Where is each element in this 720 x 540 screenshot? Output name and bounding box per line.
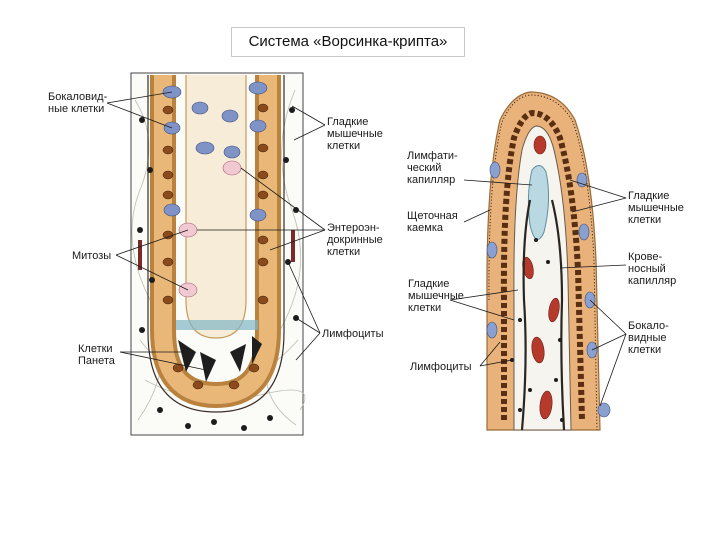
label-lymphocytes-mid: Лимфоциты: [410, 361, 472, 373]
label-paneth-cells: Клетки Панета: [78, 343, 115, 367]
label-smooth-muscle-right: Гладкие мышечные клетки: [628, 190, 684, 226]
label-smooth-muscle-left: Гладкие мышечные клетки: [327, 116, 383, 152]
label-lymphocytes-left: Лимфоциты: [322, 328, 384, 340]
page-title: Система «Ворсинка-крипта»: [231, 27, 465, 57]
label-lymphatic-capillary: Лимфати- ческий капилляр: [407, 150, 458, 186]
villus-illustration: [486, 91, 611, 431]
label-blood-capillary: Крове- носный капилляр: [628, 251, 677, 287]
label-goblet-cells-left: Бокаловид- ные клетки: [48, 91, 108, 115]
label-brush-border: Щеточная каемка: [407, 210, 458, 234]
leader-lines: [106, 91, 627, 407]
label-mitoses: Митозы: [72, 250, 112, 262]
label-enteroendocrine-cells: Энтероэн- докринные клетки: [327, 222, 383, 258]
label-goblet-cells-right: Бокало- видные клетки: [628, 320, 669, 356]
label-smooth-muscle-mid: Гладкие мышечные клетки: [408, 278, 464, 314]
crypt-illustration: [130, 72, 306, 436]
